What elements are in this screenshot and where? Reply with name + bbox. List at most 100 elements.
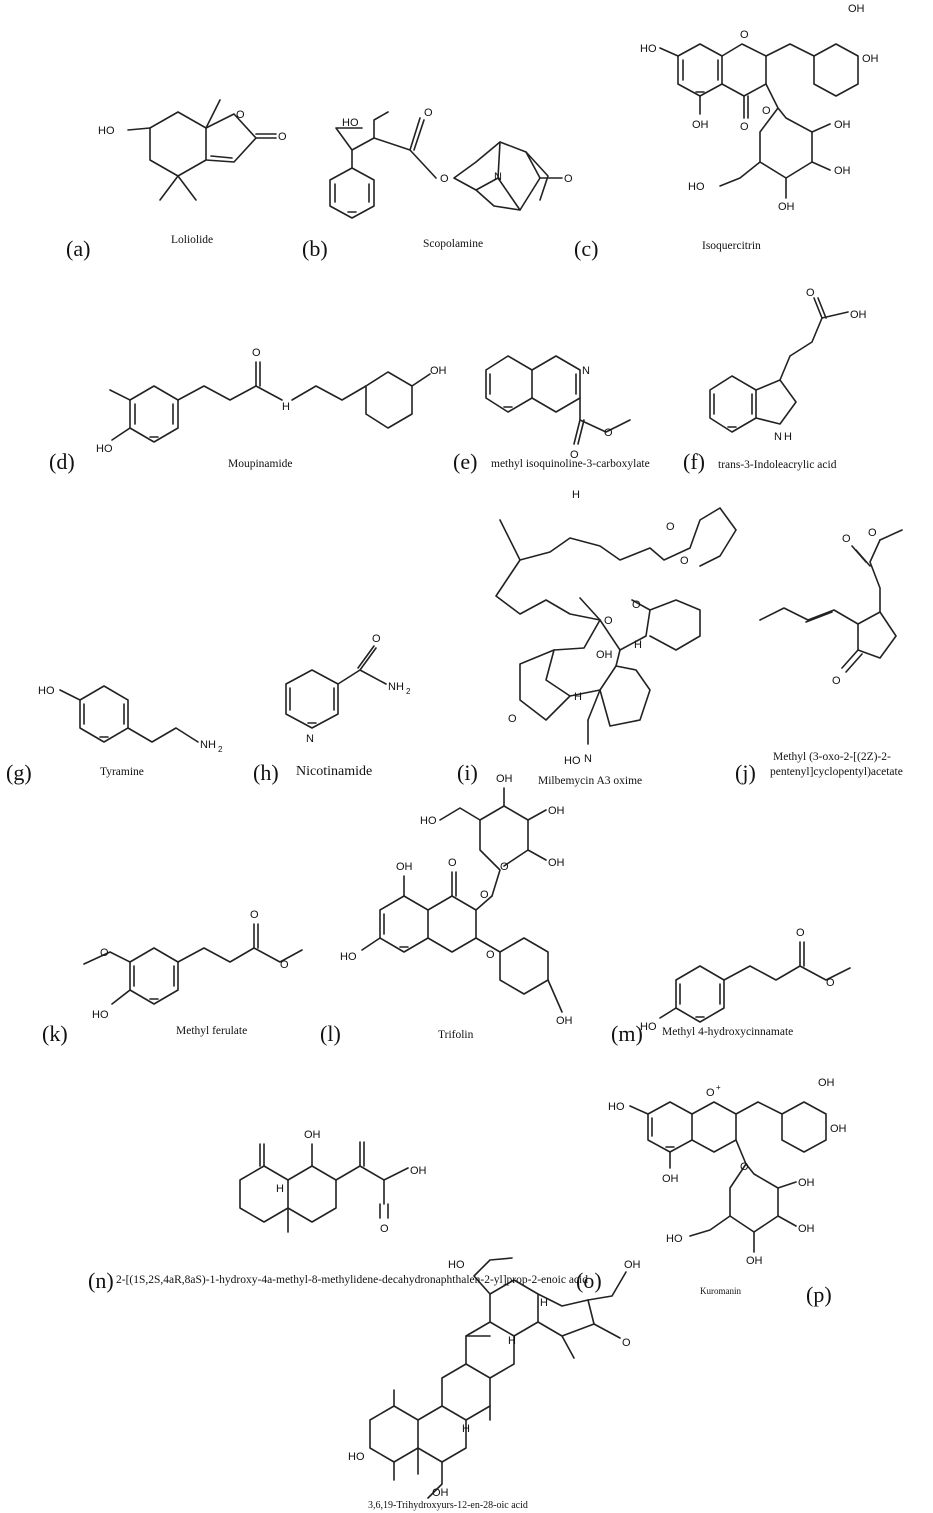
atom-label: OH — [596, 649, 613, 661]
panel-letter-o: (o) — [576, 1268, 602, 1293]
structure-trihydroxyursenoic-acid: HO HO OH OH O H H H — [348, 1257, 641, 1499]
atom-label: HO — [640, 43, 657, 55]
structure-methyl-hydroxycinnamate: O O HO — [640, 927, 851, 1033]
atom-label: H — [508, 1335, 516, 1347]
atom-label: N — [584, 753, 592, 765]
atom-label: O — [842, 533, 851, 545]
panel-letter-n: (n) — [88, 1268, 114, 1293]
atom-label: O — [740, 1161, 749, 1173]
atom-label: O — [480, 889, 489, 901]
atom-label: H — [784, 431, 792, 443]
atom-label: N — [582, 365, 590, 377]
atom-label: OH — [624, 1259, 641, 1271]
atom-label: O — [740, 121, 749, 133]
atom-label: H — [572, 489, 580, 501]
atom-label: H — [462, 1423, 470, 1435]
atom-label: O — [832, 675, 841, 687]
panel-letter-j: (j) — [735, 760, 756, 785]
atom-label: O — [806, 287, 815, 299]
atom-label: OH — [496, 773, 513, 785]
structure-milbemycin: HO N OH O O O O O H H H — [495, 489, 737, 767]
atom-label: HO — [96, 443, 113, 455]
panel-letter-l: (l) — [320, 1021, 341, 1046]
atom-label: O — [380, 1223, 389, 1235]
panel-letter-k: (k) — [42, 1021, 68, 1046]
structure-kuromanin: O + O HO OH OH OH HO OH OH OH — [608, 1077, 847, 1267]
panel-letter-g: (g) — [6, 760, 32, 785]
structure-decahydronaphthalene-acid: OH OH O H — [239, 1129, 427, 1235]
atom-label: OH — [848, 3, 865, 15]
compound-name-a: Loliolide — [171, 234, 213, 246]
atom-label: O — [666, 521, 675, 533]
atom-label: O — [100, 947, 109, 959]
atom-label: HO — [608, 1101, 625, 1113]
atom-label: HO — [92, 1009, 109, 1021]
atom-label: O — [564, 173, 573, 185]
atom-label: OH — [432, 1487, 449, 1499]
panel-letter-i: (i) — [457, 760, 478, 785]
panel-letter-f: (f) — [683, 449, 705, 474]
atom-label: HO — [342, 117, 359, 129]
atom-label: HO — [666, 1233, 683, 1245]
structure-nicotinamide: O NH 2 N — [285, 633, 411, 745]
atom-label: O — [570, 449, 579, 461]
compound-name-o: Kuromanin — [700, 1286, 741, 1296]
atom-label: H — [276, 1183, 284, 1195]
atom-label: HO — [688, 181, 705, 193]
structure-moupinamide: O H OH HO — [96, 347, 447, 455]
atom-label: OH — [778, 201, 795, 213]
atom-label: OH — [556, 1015, 573, 1027]
atom-label: O — [508, 713, 517, 725]
structure-scopolamine: HO O O N O — [329, 107, 573, 219]
atom-label: OH — [430, 365, 447, 377]
atom-label: NH — [388, 681, 404, 693]
atom-label: OH — [304, 1129, 321, 1141]
atom-label: 2 — [406, 687, 411, 696]
atom-label: OH — [834, 165, 851, 177]
atom-label: O — [250, 909, 259, 921]
atom-label: HO — [98, 125, 115, 137]
structure-isoquercitrin: HO O O O OH OH OH OH OH OH HO — [640, 3, 879, 213]
panel-letter-m: (m) — [611, 1021, 643, 1046]
compound-name-d: Moupinamide — [228, 458, 293, 470]
compound-name-l: Trifolin — [438, 1029, 474, 1041]
atom-label: OH — [692, 119, 709, 131]
compound-name-q: 3,6,19-Trihydroxyurs-12-en-28-oic acid — [368, 1500, 528, 1511]
atom-label: HO — [564, 755, 581, 767]
atom-label: O — [424, 107, 433, 119]
atom-label: OH — [798, 1177, 815, 1189]
atom-label: OH — [834, 119, 851, 131]
compound-name-j-line2: pentenyl]cyclopentyl)acetate — [770, 766, 903, 778]
atom-label: O — [440, 173, 449, 185]
atom-label: O — [486, 949, 495, 961]
atom-label: OH — [830, 1123, 847, 1135]
atom-label: O — [706, 1087, 715, 1099]
atom-label: O — [236, 109, 245, 121]
atom-label: O — [796, 927, 805, 939]
panel-letter-d: (d) — [49, 449, 75, 474]
compound-name-i: Milbemycin A3 oxime — [538, 775, 642, 787]
atom-label: O — [762, 105, 771, 117]
atom-label: + — [716, 1083, 721, 1092]
atom-label: OH — [862, 53, 879, 65]
panel-labels: (a) Loliolide (b) Scopolamine (c) Isoque… — [6, 234, 903, 1511]
atom-label: N — [494, 171, 502, 183]
atom-label: H — [634, 639, 642, 651]
atom-label: H — [282, 401, 290, 413]
atom-label: N — [306, 733, 314, 745]
atom-label: HO — [340, 951, 357, 963]
compound-name-k: Methyl ferulate — [176, 1025, 247, 1037]
structure-indoleacrylic-acid: O OH N H — [709, 287, 867, 443]
atom-label: OH — [396, 861, 413, 873]
atom-label: O — [680, 555, 689, 567]
atom-label: 2 — [218, 745, 223, 754]
atom-label: O — [826, 977, 835, 989]
atom-label: O — [604, 615, 613, 627]
compound-name-c: Isoquercitrin — [702, 240, 761, 252]
atom-label: OH — [410, 1165, 427, 1177]
atom-label: O — [278, 131, 287, 143]
atom-label: O — [632, 599, 641, 611]
structure-trifolin: O O O O OH HO OH HO OH OH OH — [340, 773, 573, 1027]
atom-label: O — [604, 427, 613, 439]
atom-label: O — [622, 1337, 631, 1349]
